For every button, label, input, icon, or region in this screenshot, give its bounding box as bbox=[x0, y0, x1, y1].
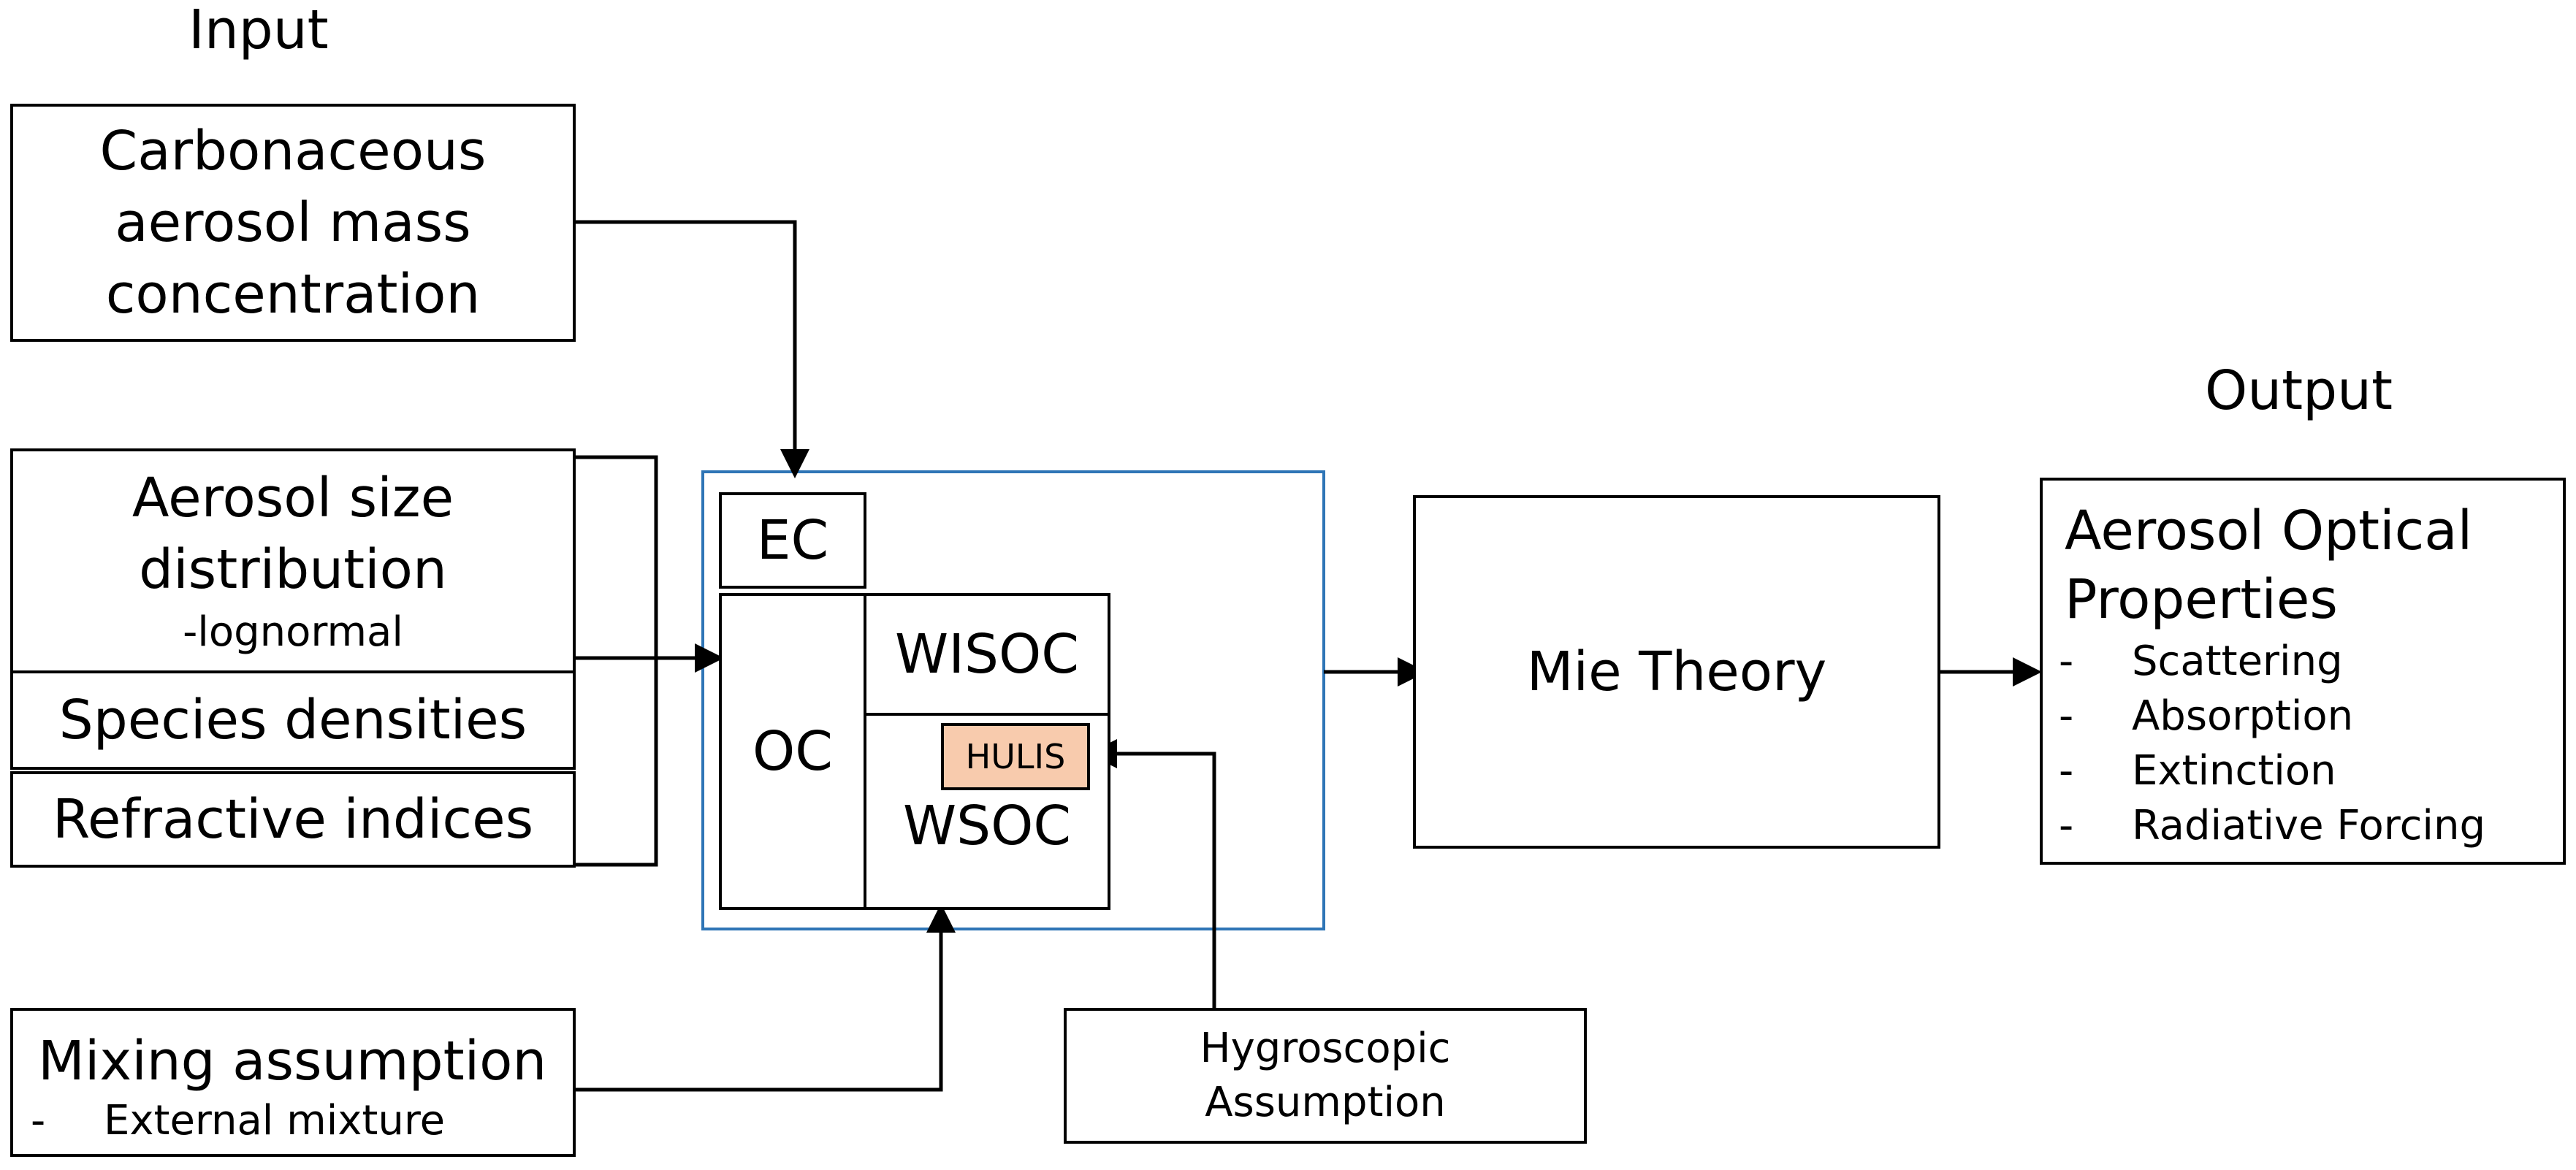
ec-label: EC bbox=[756, 509, 829, 572]
wisoc-box: WISOC bbox=[864, 593, 1110, 716]
connector-input-bracket bbox=[574, 455, 658, 867]
carbonaceous-box: Carbonaceous aerosol mass concentration bbox=[10, 104, 576, 342]
connector-hygroscopic-to-hulis bbox=[1088, 739, 1216, 1008]
optical-properties-box: Aerosol Optical Properties - Scattering … bbox=[2040, 478, 2566, 865]
ec-box: EC bbox=[719, 492, 866, 589]
composition-container bbox=[701, 470, 1325, 930]
carbonaceous-line-1: Carbonaceous bbox=[99, 120, 487, 183]
wsoc-box: WSOC bbox=[864, 713, 1110, 910]
wisoc-label: WISOC bbox=[895, 623, 1079, 686]
optical-property-dash: - bbox=[2059, 692, 2074, 740]
optical-properties-title-2: Properties bbox=[2065, 568, 2338, 631]
hulis-label: HULIS bbox=[965, 737, 1066, 776]
hygroscopic-line-1: Hygroscopic bbox=[1200, 1025, 1451, 1072]
optical-property-text: Radiative Forcing bbox=[2132, 802, 2485, 849]
mixing-assumption-title: Mixing assumption bbox=[38, 1030, 547, 1093]
mie-theory-label: Mie Theory bbox=[1526, 641, 1827, 703]
output-label: Output bbox=[2205, 364, 2393, 418]
size-distribution-box: Aerosol size distribution -lognormal bbox=[10, 448, 576, 673]
wsoc-label: WSOC bbox=[902, 795, 1072, 857]
refractive-indices-box: Refractive indices bbox=[10, 771, 576, 868]
species-densities-label: Species densities bbox=[58, 689, 527, 752]
oc-label: OC bbox=[752, 720, 833, 783]
optical-property-item: - Extinction bbox=[2043, 743, 2563, 798]
optical-property-text: Scattering bbox=[2132, 638, 2343, 685]
mixing-item-dash: - bbox=[31, 1097, 46, 1144]
output-label-text: Output bbox=[2205, 359, 2393, 422]
refractive-indices-label: Refractive indices bbox=[52, 788, 534, 851]
species-densities-box: Species densities bbox=[10, 670, 576, 770]
hygroscopic-line-2: Assumption bbox=[1205, 1079, 1446, 1126]
optical-properties-title-1: Aerosol Optical bbox=[2065, 500, 2473, 562]
connector-mixing-to-composition bbox=[574, 903, 956, 1092]
input-label: Input bbox=[188, 3, 329, 57]
connector-carbonaceous-to-ec bbox=[574, 220, 809, 478]
size-distribution-line-1: Aerosol size bbox=[132, 467, 454, 529]
optical-property-item: - Absorption bbox=[2043, 689, 2563, 743]
optical-property-text: Absorption bbox=[2132, 692, 2354, 740]
carbonaceous-line-2: aerosol mass bbox=[115, 191, 471, 254]
mixing-item-text: External mixture bbox=[104, 1097, 446, 1144]
hulis-box: HULIS bbox=[941, 723, 1090, 790]
optical-property-dash: - bbox=[2059, 802, 2074, 849]
carbonaceous-line-3: concentration bbox=[105, 263, 481, 326]
input-label-text: Input bbox=[188, 0, 329, 61]
optical-property-item: - Scattering bbox=[2043, 634, 2563, 689]
mixing-assumption-box: Mixing assumption - External mixture bbox=[10, 1008, 576, 1157]
size-distribution-line-2: distribution bbox=[139, 538, 447, 601]
optical-property-dash: - bbox=[2059, 747, 2074, 795]
size-distribution-note: -lognormal bbox=[183, 608, 403, 656]
optical-property-text: Extinction bbox=[2132, 747, 2336, 795]
optical-property-item: - Radiative Forcing bbox=[2043, 798, 2563, 853]
hygroscopic-assumption-box: Hygroscopic Assumption bbox=[1064, 1008, 1587, 1144]
mie-theory-box: Mie Theory bbox=[1413, 495, 1940, 849]
mixing-assumption-item: - External mixture bbox=[13, 1096, 573, 1147]
oc-box: OC bbox=[719, 593, 866, 910]
optical-property-dash: - bbox=[2059, 638, 2074, 685]
